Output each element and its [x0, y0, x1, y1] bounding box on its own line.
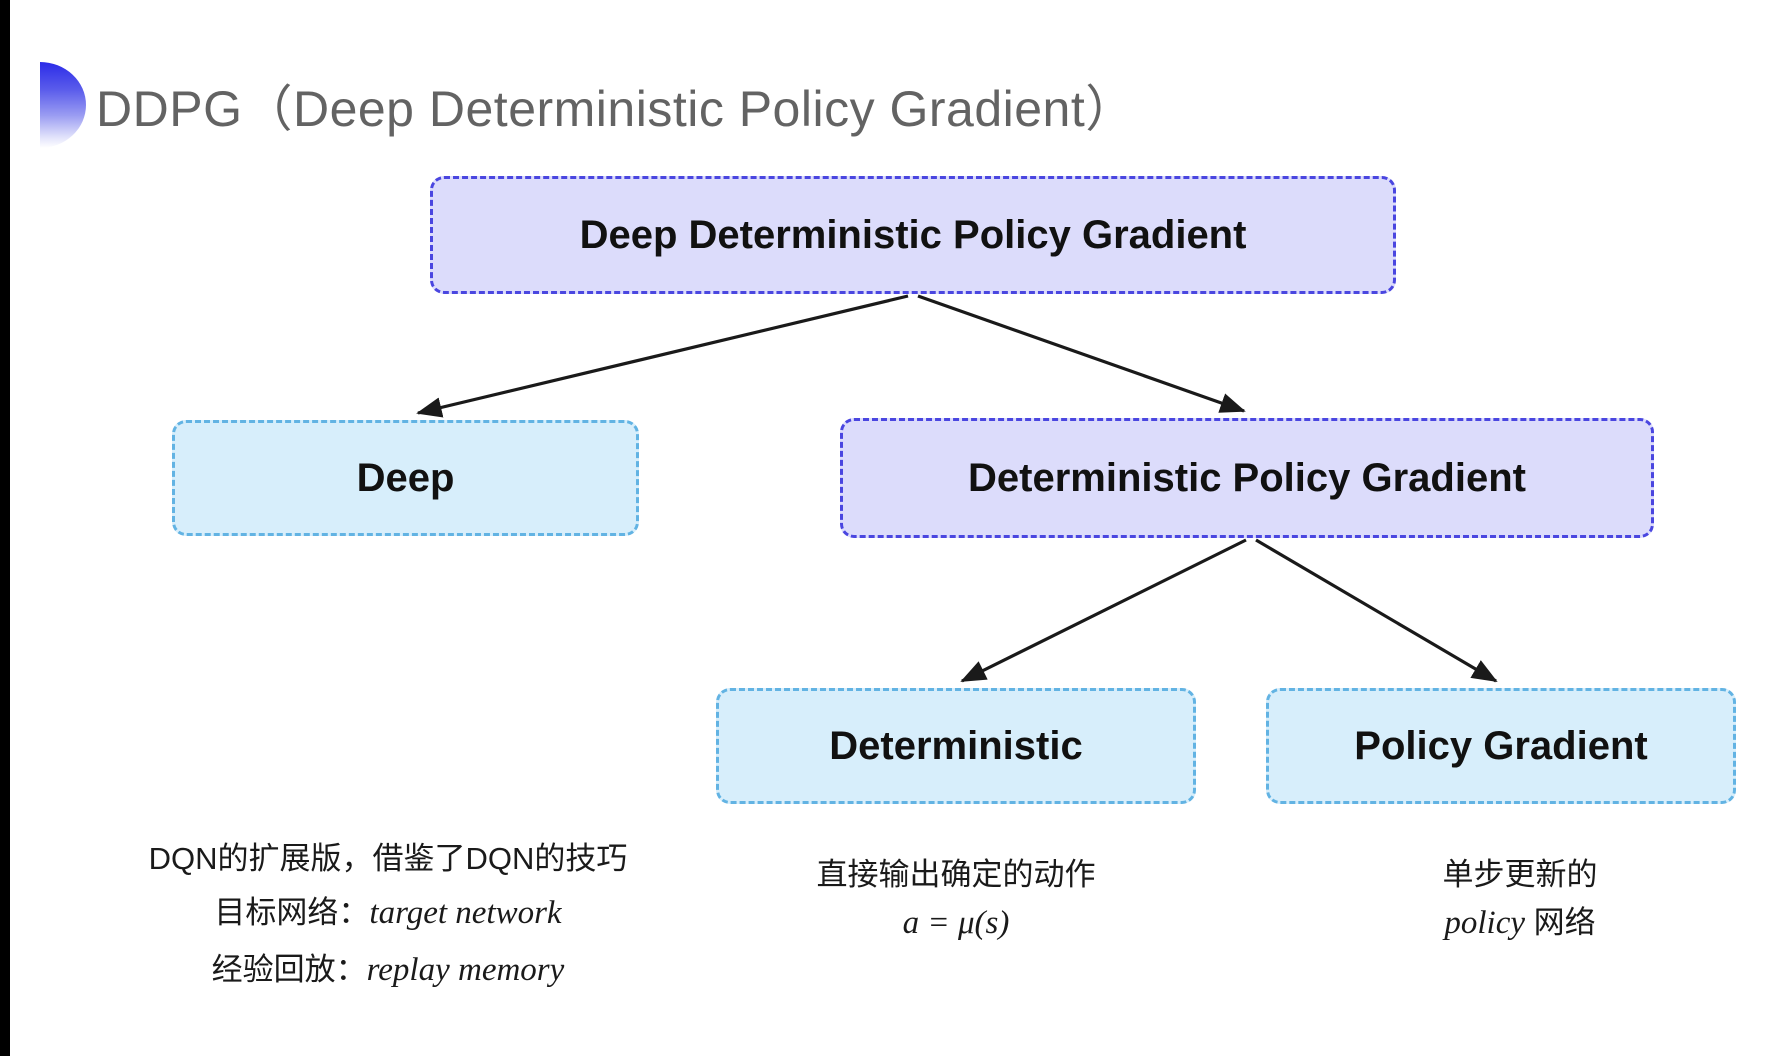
caption-deep-line2-label: 目标网络：: [214, 895, 370, 931]
half-circle-bullet-icon: [40, 62, 86, 148]
node-deterministic-policy-gradient[interactable]: Deterministic Policy Gradient: [840, 418, 1654, 538]
caption-deep-line1: DQN的扩展版，借鉴了DQN的技巧: [148, 841, 628, 876]
caption-policy-gradient-line1: 单步更新的: [1442, 857, 1598, 892]
caption-deterministic-formula: a = μ(s): [902, 904, 1010, 941]
caption-deterministic-line1: 直接输出确定的动作: [816, 857, 1096, 892]
caption-deterministic: 直接输出确定的动作 a = μ(s): [786, 852, 1126, 948]
page-title: DDPG（Deep Deterministic Policy Gradient）: [40, 62, 1136, 148]
left-edge-bar: [0, 0, 10, 1056]
edge-dpg-to-deterministic: [960, 538, 1247, 683]
edge-dpg-to-policy-gradient: [1255, 538, 1498, 683]
caption-policy-gradient-line2-value: policy: [1444, 904, 1525, 941]
caption-policy-gradient-line2-suffix: 网络: [1525, 904, 1596, 940]
caption-policy-gradient-line2: policy 网络: [1350, 899, 1690, 949]
caption-deep: DQN的扩展版，借鉴了DQN的技巧 目标网络：target network 经验…: [108, 832, 668, 999]
caption-policy-gradient: 单步更新的 policy 网络: [1350, 852, 1690, 948]
edge-root-to-dpg: [917, 294, 1246, 413]
caption-deep-line2: 目标网络：target network: [108, 885, 668, 942]
node-deep-deterministic-policy-gradient[interactable]: Deep Deterministic Policy Gradient: [430, 176, 1396, 294]
node-deterministic[interactable]: Deterministic: [716, 688, 1196, 804]
node-policy-gradient[interactable]: Policy Gradient: [1266, 688, 1736, 804]
node-deep[interactable]: Deep: [172, 420, 639, 536]
page-title-text: DDPG（Deep Deterministic Policy Gradient）: [96, 81, 1136, 137]
caption-deep-line3-label: 经验回放：: [211, 952, 367, 988]
caption-deep-line3-value: replay memory: [366, 952, 565, 989]
caption-deep-line3: 经验回放：replay memory: [108, 942, 668, 999]
caption-deep-line2-value: target network: [369, 895, 562, 932]
edge-root-to-deep: [416, 294, 909, 418]
